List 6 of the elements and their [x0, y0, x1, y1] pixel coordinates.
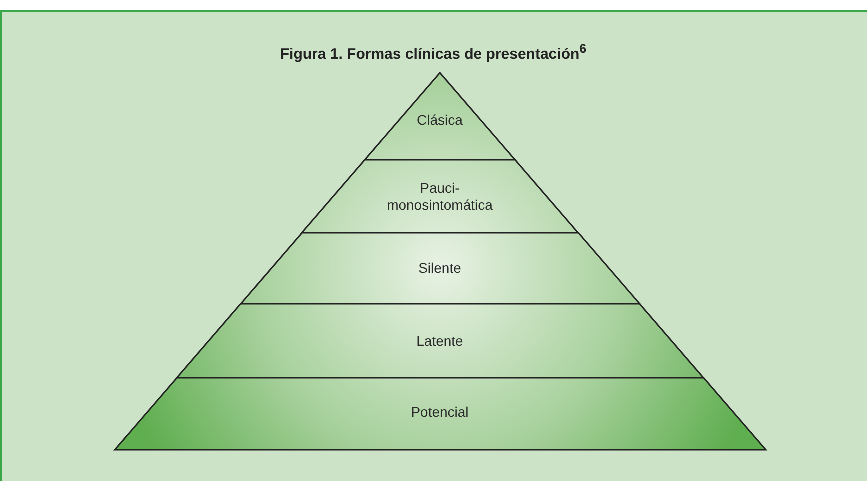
band-label: Silente	[418, 260, 462, 277]
figure-title: Figura 1. Formas clínicas de presentación$^{6}$	[279, 42, 588, 63]
band-label: Potencial	[410, 404, 470, 420]
band-label: Clásica	[416, 112, 464, 130]
band-label: Pauci- monosintomática	[386, 180, 494, 214]
band-label: Latente	[416, 332, 464, 350]
